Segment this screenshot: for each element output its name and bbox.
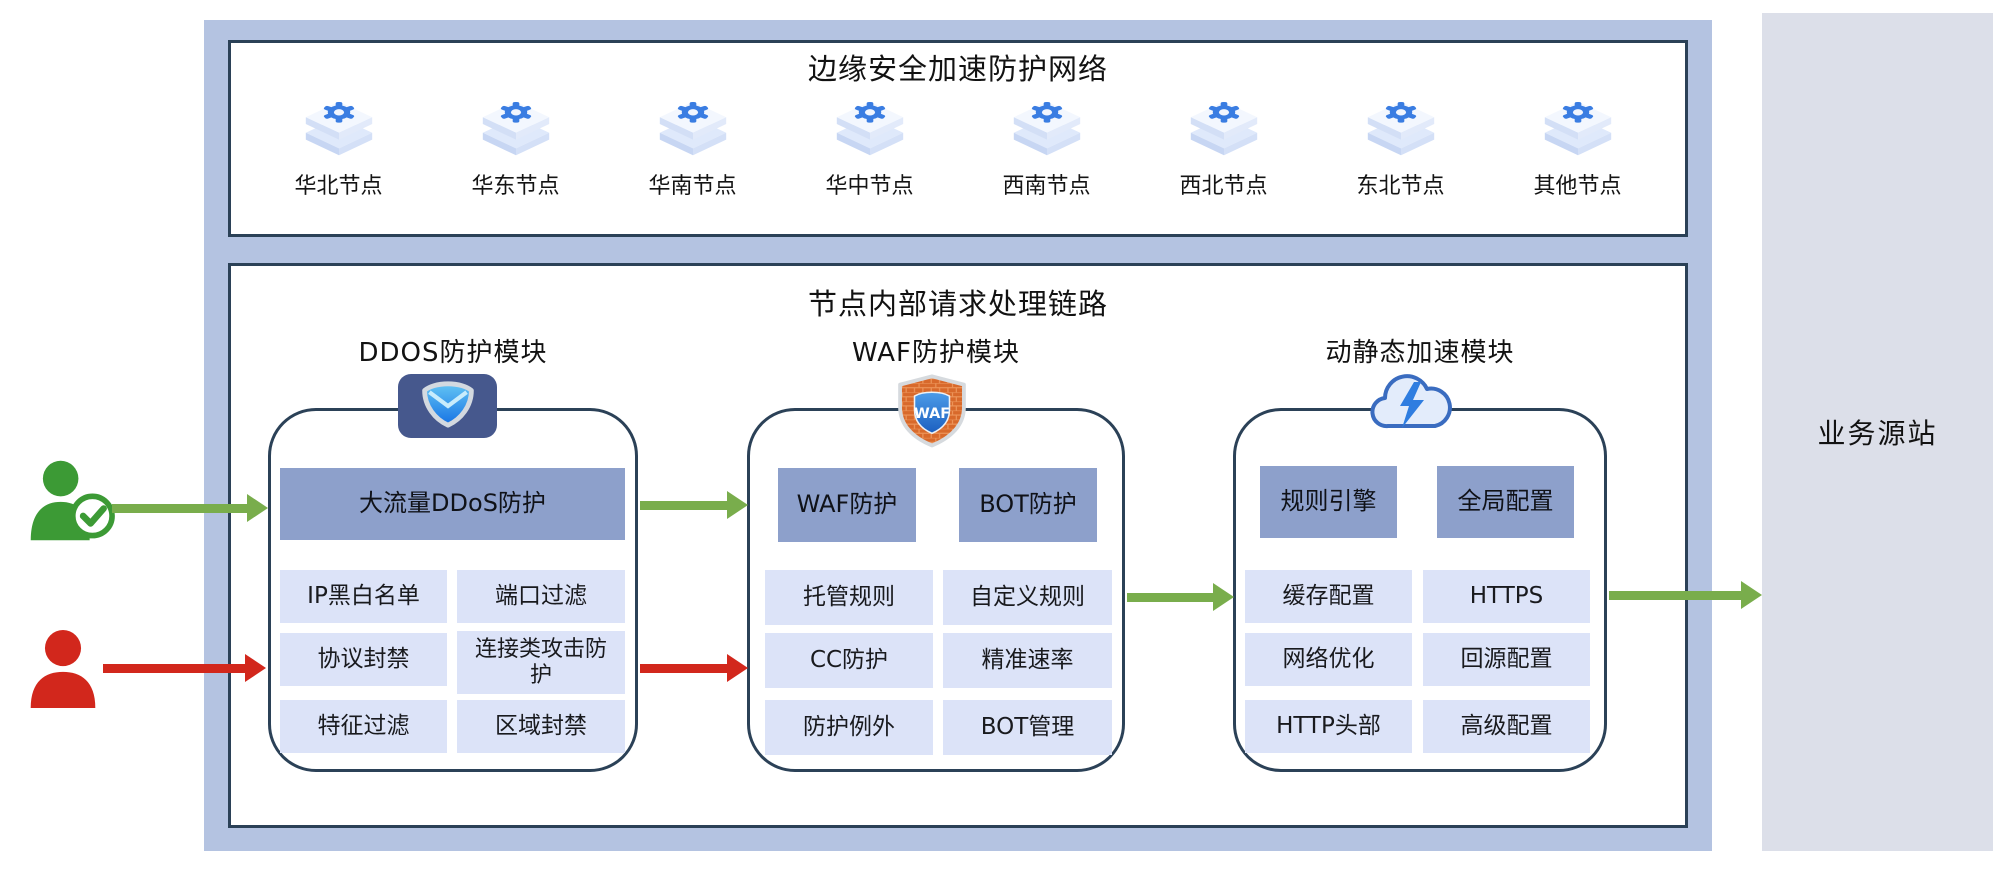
green-arrow-waf-to-accel <box>1127 583 1234 611</box>
accel-primary-cell-rule-engine: 规则引擎 <box>1260 466 1397 538</box>
red-arrow-attacker-to-ddos <box>103 654 266 682</box>
green-arrow-accel-to-origin <box>1609 581 1762 609</box>
ddos-cell-port-filter: 端口过滤 <box>457 570 625 623</box>
waf-shield-icon: WAF <box>884 374 980 450</box>
server-stack-icon <box>482 101 549 156</box>
edge-node-huazhong: 华中节点 <box>810 84 930 200</box>
edge-node-label: 其他节点 <box>1533 174 1622 199</box>
trusted-user-icon <box>22 458 118 544</box>
cloud-bolt-icon <box>1366 372 1458 434</box>
server-stack-icon <box>1544 101 1611 156</box>
waf-primary-cell-bot: BOT防护 <box>959 468 1097 542</box>
waf-cell-rate-limit: 精准速率 <box>943 633 1112 688</box>
ddos-cell-connection-attack: 连接类攻击防护 <box>457 631 625 694</box>
origin-site-label: 业务源站 <box>1817 417 1938 450</box>
request-chain-title: 节点内部请求处理链路 <box>807 287 1108 321</box>
server-stack-icon <box>1190 101 1257 156</box>
green-arrow-user-to-ddos <box>112 494 268 522</box>
server-stack-icon <box>305 101 372 156</box>
edge-network-panel <box>228 40 1688 237</box>
ddos-cell-region-ban: 区域封禁 <box>457 700 625 753</box>
server-stack-icon <box>1013 101 1080 156</box>
edge-node-huanan: 华南节点 <box>633 84 753 200</box>
svg-text:WAF: WAF <box>914 406 950 422</box>
waf-cell-custom-rules: 自定义规则 <box>943 570 1112 625</box>
ddos-cell-ip-list: IP黑白名单 <box>280 570 447 623</box>
red-arrow-ddos-to-waf <box>640 654 748 682</box>
green-arrow-ddos-to-waf <box>640 491 748 519</box>
edge-node-row: 华北节点 华东节点 华南节点 华中节点 西南节点 西北节点 东北节点 其他节点 <box>250 84 1666 230</box>
edge-node-label: 西南节点 <box>1002 174 1091 199</box>
attacker-user-icon <box>25 628 101 710</box>
ddos-primary-cell: 大流量DDoS防护 <box>280 468 625 540</box>
waf-cell-managed-rules: 托管规则 <box>765 570 933 625</box>
accel-cell-http-header: HTTP头部 <box>1245 700 1412 753</box>
edge-node-dongbei: 东北节点 <box>1341 84 1461 200</box>
waf-primary-cell-waf: WAF防护 <box>778 468 916 542</box>
waf-cell-bot-manage: BOT管理 <box>943 700 1112 755</box>
accel-cell-cache-config: 缓存配置 <box>1245 570 1412 623</box>
edge-node-label: 西北节点 <box>1179 174 1268 199</box>
server-stack-icon <box>836 101 903 156</box>
edge-node-huabei: 华北节点 <box>279 84 399 200</box>
edge-node-label: 华中节点 <box>825 174 914 199</box>
edge-node-xinan: 西南节点 <box>987 84 1107 200</box>
accel-cell-advanced-config: 高级配置 <box>1423 700 1590 753</box>
edge-node-huadong: 华东节点 <box>456 84 576 200</box>
accel-cell-network-optimize: 网络优化 <box>1245 633 1412 686</box>
waf-module-title: WAF防护模块 <box>851 338 1021 368</box>
accel-cell-https: HTTPS <box>1423 570 1590 623</box>
edge-node-qita: 其他节点 <box>1518 84 1638 200</box>
waf-cell-cc-protect: CC防护 <box>765 633 933 688</box>
edge-network-title: 边缘安全加速防护网络 <box>807 52 1108 86</box>
edge-node-label: 东北节点 <box>1356 174 1445 199</box>
edge-node-label: 华南节点 <box>648 174 737 199</box>
ddos-cell-feature-filter: 特征过滤 <box>280 700 447 753</box>
edge-node-label: 华北节点 <box>294 174 383 199</box>
edge-node-label: 华东节点 <box>471 174 560 199</box>
server-stack-icon <box>659 101 726 156</box>
accel-primary-cell-global-config: 全局配置 <box>1437 466 1574 538</box>
acceleration-module-title: 动静态加速模块 <box>1325 338 1515 368</box>
ddos-module-title: DDOS防护模块 <box>358 338 548 368</box>
edge-node-xibei: 西北节点 <box>1164 84 1284 200</box>
waf-cell-exceptions: 防护例外 <box>765 700 933 755</box>
accel-cell-origin-pull: 回源配置 <box>1423 633 1590 686</box>
origin-site-box: 业务源站 <box>1762 13 1993 851</box>
ddos-shield-icon <box>398 374 497 438</box>
server-stack-icon <box>1367 101 1434 156</box>
ddos-cell-protocol-ban: 协议封禁 <box>280 633 447 686</box>
